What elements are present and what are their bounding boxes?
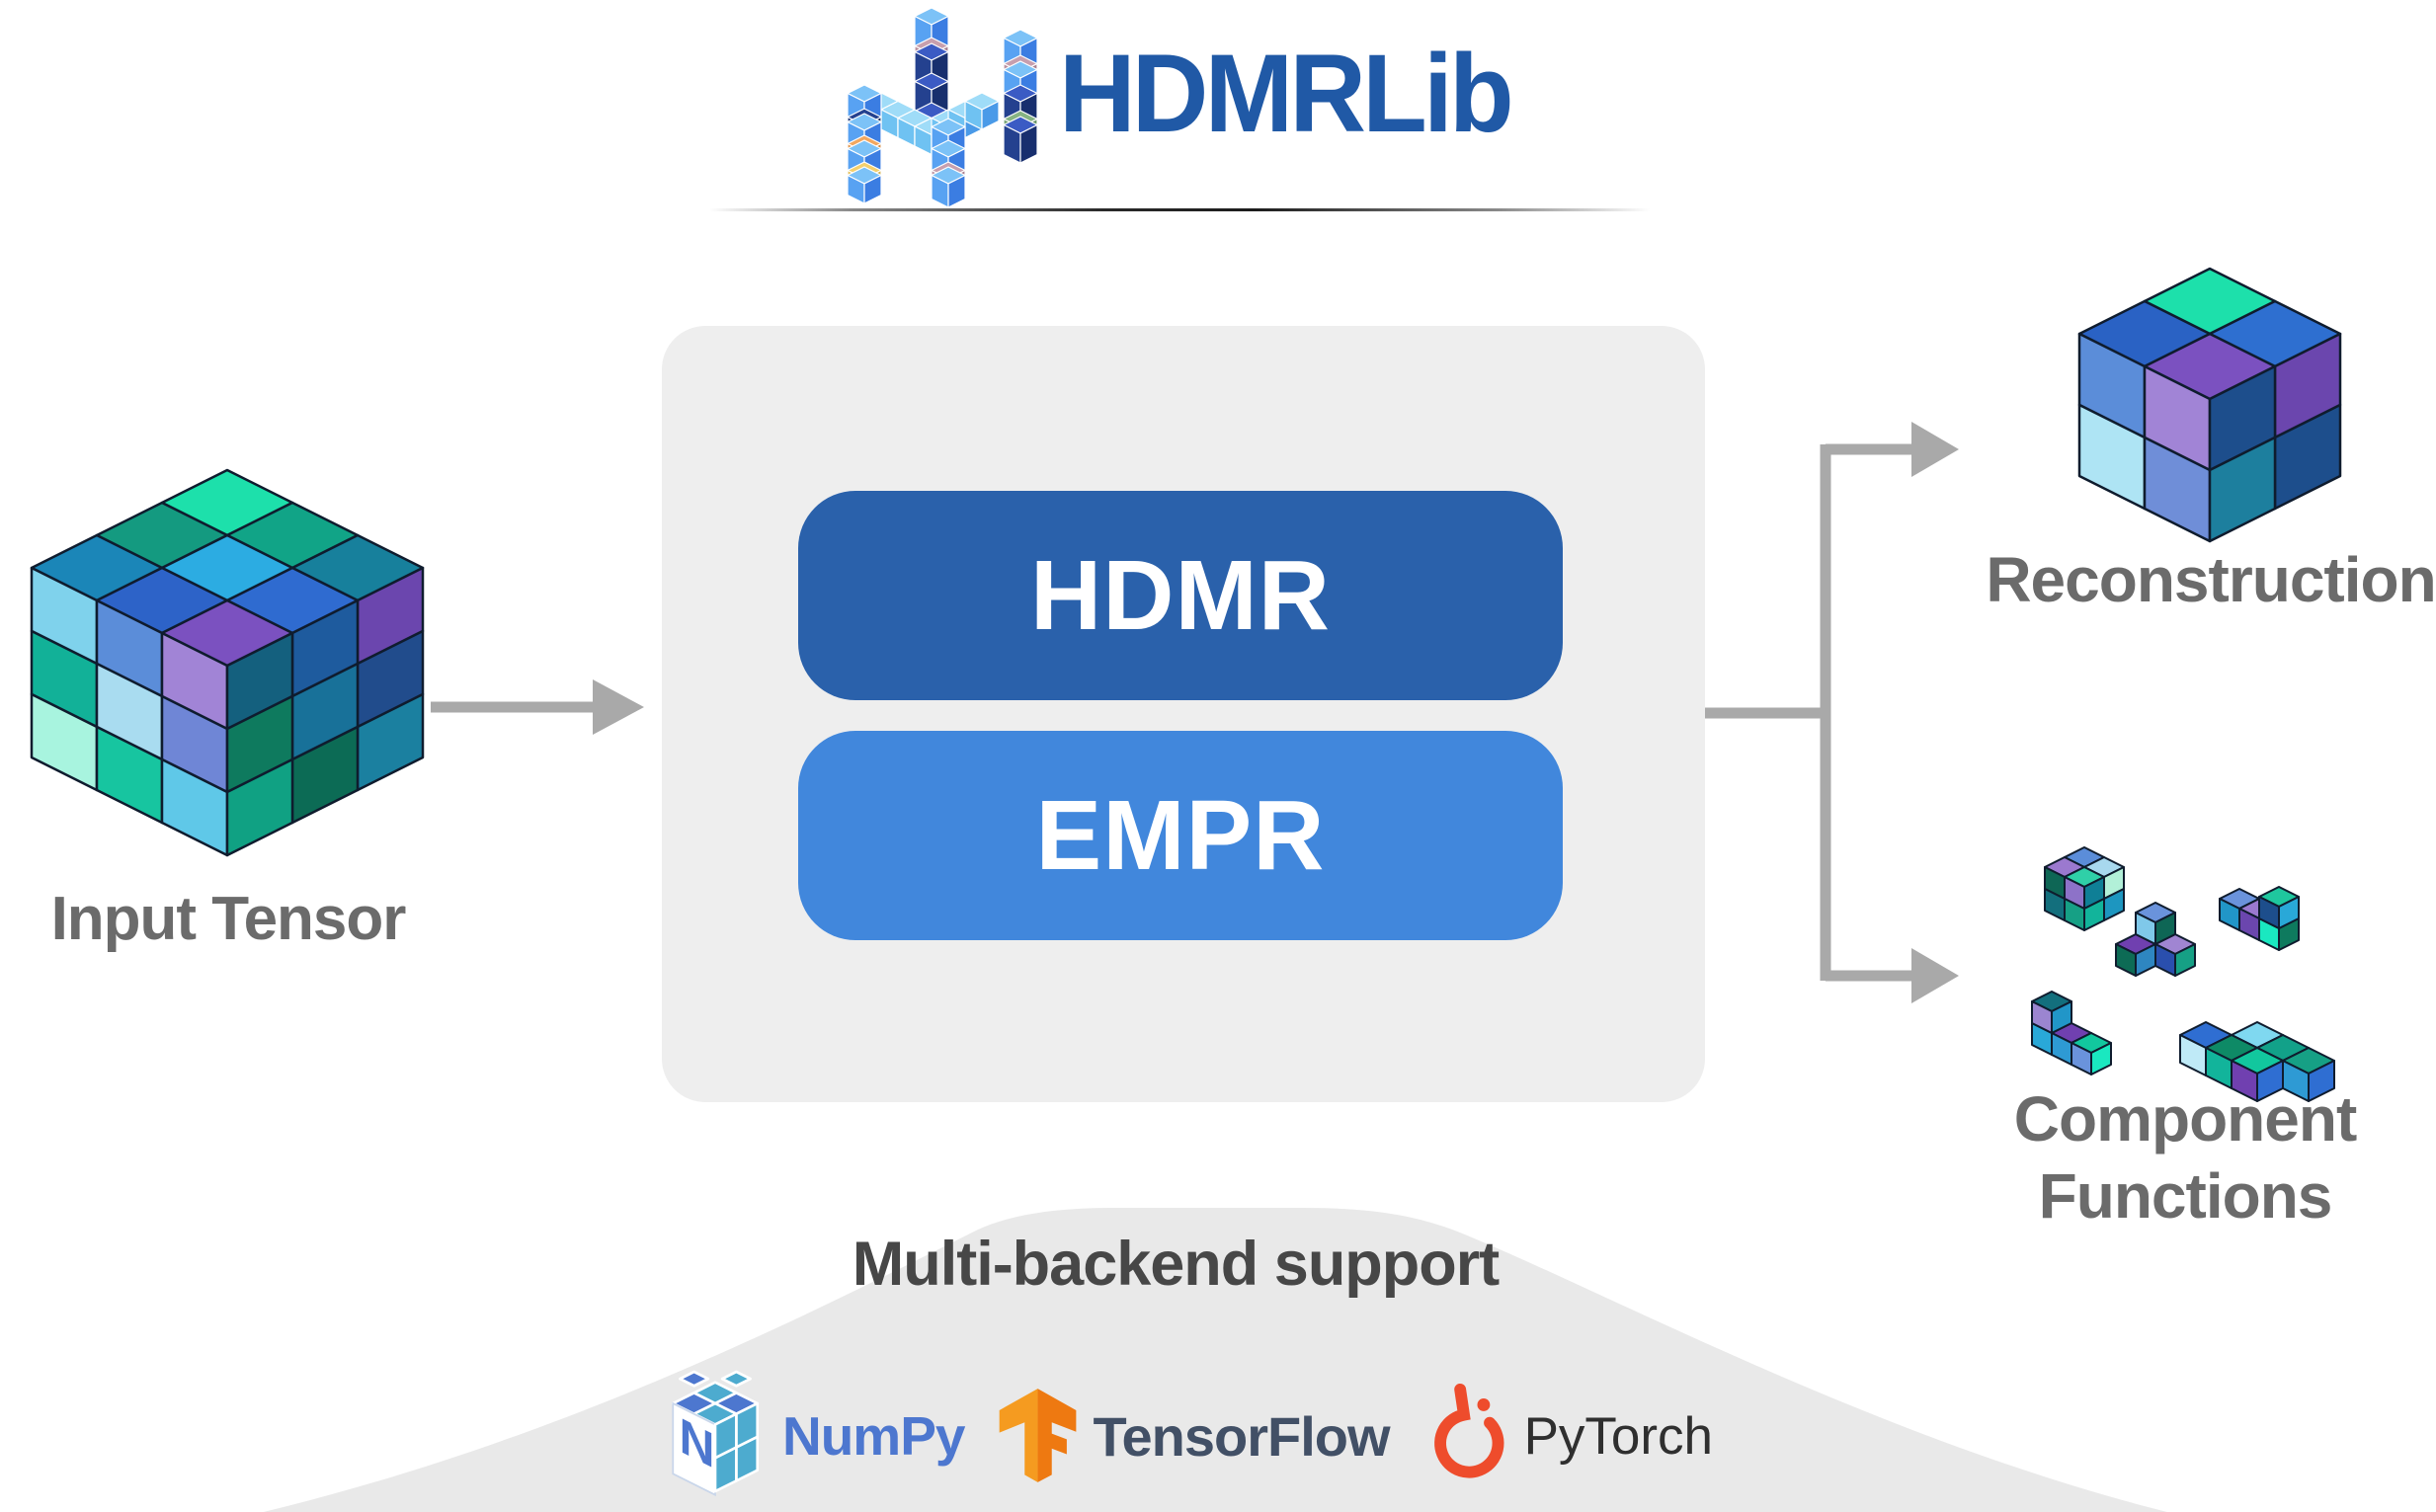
empr-module-label: EMPR [1035, 779, 1326, 891]
backend-tensorflow: TensorFlow [994, 1387, 1391, 1485]
header-divider [709, 208, 1650, 211]
reconstruction-cube-illustration [2077, 267, 2342, 543]
numpy-label: NumPy [781, 1405, 965, 1467]
hdmr-module-label: HDMR [1030, 539, 1331, 651]
arrow-input-to-pipeline-icon [431, 679, 644, 735]
hdmr-module: HDMR [798, 491, 1563, 700]
component-functions-illustration [2031, 846, 2335, 1102]
input-tensor-label: Input Tensor [50, 885, 407, 953]
hdmrlib-logo-icon [847, 7, 1038, 208]
reconstruction-label: Reconstruction [1986, 544, 2436, 615]
backend-pytorch: PyTorch [1420, 1383, 1713, 1489]
pipeline-panel [662, 326, 1705, 1102]
backend-support-title: Multi-backend support [852, 1230, 1501, 1299]
backend-numpy: N NumPy [658, 1370, 965, 1500]
app-title: HDMRLib [1059, 32, 1514, 155]
backend-logos-row: N NumPy TensorFlow P [553, 1359, 1818, 1512]
tensorflow-label: TensorFlow [1093, 1404, 1390, 1468]
numpy-cube-icon: N [671, 1370, 760, 1497]
input-tensor-cube-illustration [30, 468, 425, 857]
component-functions-label: Component Functions [2013, 1083, 2358, 1233]
empr-module: EMPR [798, 731, 1563, 940]
tensorflow-tf-icon [1000, 1389, 1077, 1482]
pytorch-flame-icon [1433, 1383, 1504, 1478]
arrow-branch-to-outputs-icon [1705, 422, 1959, 1003]
pytorch-label: PyTorch [1523, 1406, 1714, 1466]
